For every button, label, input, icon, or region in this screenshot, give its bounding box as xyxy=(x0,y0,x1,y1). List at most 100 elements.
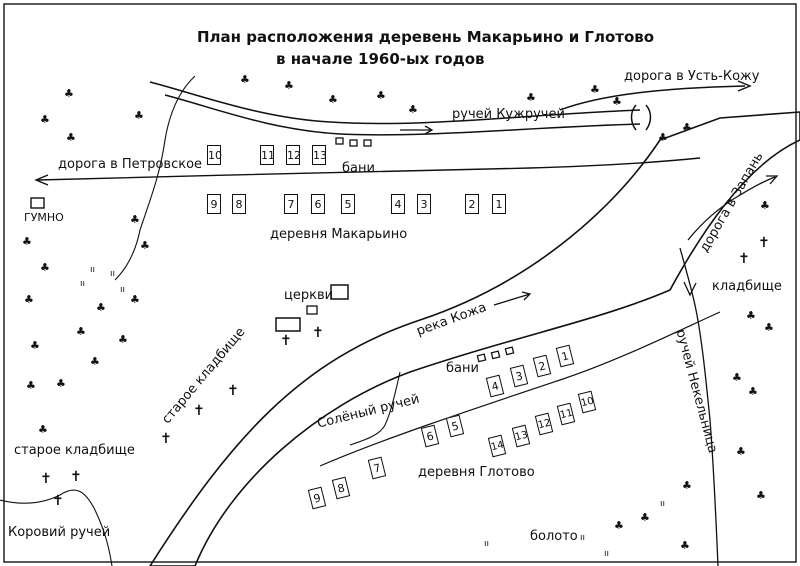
church-3 xyxy=(275,317,301,332)
tree-icon: ♣ xyxy=(140,239,150,252)
tree-icon: ♣ xyxy=(130,213,140,226)
label-gumno: ГУМНО xyxy=(24,211,64,224)
tree-icon: ♣ xyxy=(66,131,76,144)
house-makaryino: 13 xyxy=(312,145,327,165)
banya-top-2 xyxy=(349,139,358,147)
label-swamp: болото xyxy=(530,529,578,544)
grass-tuft-icon: ıı xyxy=(660,499,666,509)
tree-icon: ♣ xyxy=(134,109,144,122)
road-ust-kozha-arrow xyxy=(737,80,752,92)
tree-icon: ♣ xyxy=(26,379,36,392)
map-frame xyxy=(3,3,797,563)
label-cemetery: кладбище xyxy=(712,279,782,294)
banya-bottom-2 xyxy=(490,350,501,360)
tree-icon: ♣ xyxy=(764,321,774,334)
tree-icon: ♣ xyxy=(590,83,600,96)
label-village-glotovo: деревня Глотово xyxy=(418,465,535,480)
banya-bottom-1 xyxy=(476,353,487,363)
house-makaryino: 7 xyxy=(284,194,298,214)
tree-icon: ♣ xyxy=(526,91,536,104)
cross-icon: ✝ xyxy=(280,333,292,349)
grass-tuft-icon: ıı xyxy=(604,549,610,559)
tree-icon: ♣ xyxy=(612,95,622,108)
tree-icon: ♣ xyxy=(118,333,128,346)
road-zapan xyxy=(687,176,776,241)
river-flow-arrow xyxy=(493,291,532,306)
cross-icon: ✝ xyxy=(52,493,64,509)
house-makaryino: 1 xyxy=(492,194,506,214)
cross-icon: ✝ xyxy=(312,325,324,341)
nekelnitsa-arrow xyxy=(683,281,697,297)
tree-icon: ♣ xyxy=(760,199,770,212)
map-title-line2: в начале 1960-ых годов xyxy=(276,50,485,68)
house-makaryino: 8 xyxy=(232,194,246,214)
tree-icon: ♣ xyxy=(30,339,40,352)
house-makaryino: 5 xyxy=(341,194,355,214)
grass-tuft-icon: ıı xyxy=(580,533,586,543)
bridge-right-arc xyxy=(645,104,652,131)
tree-icon: ♣ xyxy=(240,73,250,86)
house-makaryino: 3 xyxy=(417,194,431,214)
tree-icon: ♣ xyxy=(746,309,756,322)
cross-icon: ✝ xyxy=(738,251,750,267)
church-1 xyxy=(330,284,349,300)
tree-icon: ♣ xyxy=(56,377,66,390)
tree-icon: ♣ xyxy=(658,131,668,144)
stream-kuzhruchey-north xyxy=(149,81,641,125)
cross-icon: ✝ xyxy=(227,383,239,399)
tree-icon: ♣ xyxy=(736,445,746,458)
house-makaryino: 9 xyxy=(207,194,221,214)
tree-icon: ♣ xyxy=(732,371,742,384)
tree-icon: ♣ xyxy=(24,293,34,306)
tree-icon: ♣ xyxy=(22,235,32,248)
label-banya-top: бани xyxy=(342,161,375,176)
tree-icon: ♣ xyxy=(96,301,106,314)
tree-icon: ♣ xyxy=(376,89,386,102)
house-makaryino: 12 xyxy=(286,145,301,165)
grass-tuft-icon: ıı xyxy=(110,269,116,279)
salty-stream xyxy=(349,371,401,446)
tree-icon: ♣ xyxy=(756,489,766,502)
label-stream-kuzhruchey: ручей Кужручей xyxy=(452,107,565,122)
map-title-line1: План расположения деревень Макарьино и Г… xyxy=(197,28,655,46)
grass-tuft-icon: ıı xyxy=(90,265,96,275)
label-old-cemetery-2: старое кладбище xyxy=(14,443,135,458)
tree-icon: ♣ xyxy=(284,79,294,92)
cross-icon: ✝ xyxy=(40,471,52,487)
label-cow-stream: Коровий ручей xyxy=(8,525,111,540)
house-makaryino: 4 xyxy=(391,194,405,214)
tree-icon: ♣ xyxy=(130,293,140,306)
cross-icon: ✝ xyxy=(193,403,205,419)
tree-icon: ♣ xyxy=(64,87,74,100)
tree-icon: ♣ xyxy=(76,325,86,338)
road-ust-kozha xyxy=(559,85,746,111)
label-road-petrovskoe: дорога в Петровское xyxy=(58,157,203,172)
house-makaryino: 10 xyxy=(207,145,222,165)
banya-top-3 xyxy=(363,139,372,147)
cross-icon: ✝ xyxy=(758,235,770,251)
label-road-ust-kozha: дорога в Усть-Кожу xyxy=(624,69,760,84)
road-petrovskoe xyxy=(37,157,701,181)
glotovo-road xyxy=(319,311,721,467)
cow-stream xyxy=(0,489,113,566)
stream-flow-arrow xyxy=(400,125,434,135)
tree-icon: ♣ xyxy=(614,519,624,532)
grass-tuft-icon: ıı xyxy=(484,539,490,549)
tree-icon: ♣ xyxy=(748,385,758,398)
road-petrovskoe-arrow xyxy=(34,174,49,186)
tree-icon: ♣ xyxy=(682,479,692,492)
river-kozha-band xyxy=(149,111,800,566)
tree-icon: ♣ xyxy=(90,355,100,368)
house-makaryino: 6 xyxy=(311,194,325,214)
tree-icon: ♣ xyxy=(408,103,418,116)
tree-icon: ♣ xyxy=(640,511,650,524)
label-churches: церкви xyxy=(284,288,334,303)
label-banya-bottom: бани xyxy=(446,361,479,376)
tree-icon: ♣ xyxy=(328,93,338,106)
banya-top-1 xyxy=(335,137,344,145)
house-makaryino: 2 xyxy=(465,194,479,214)
cross-icon: ✝ xyxy=(70,469,82,485)
tree-icon: ♣ xyxy=(680,539,690,552)
